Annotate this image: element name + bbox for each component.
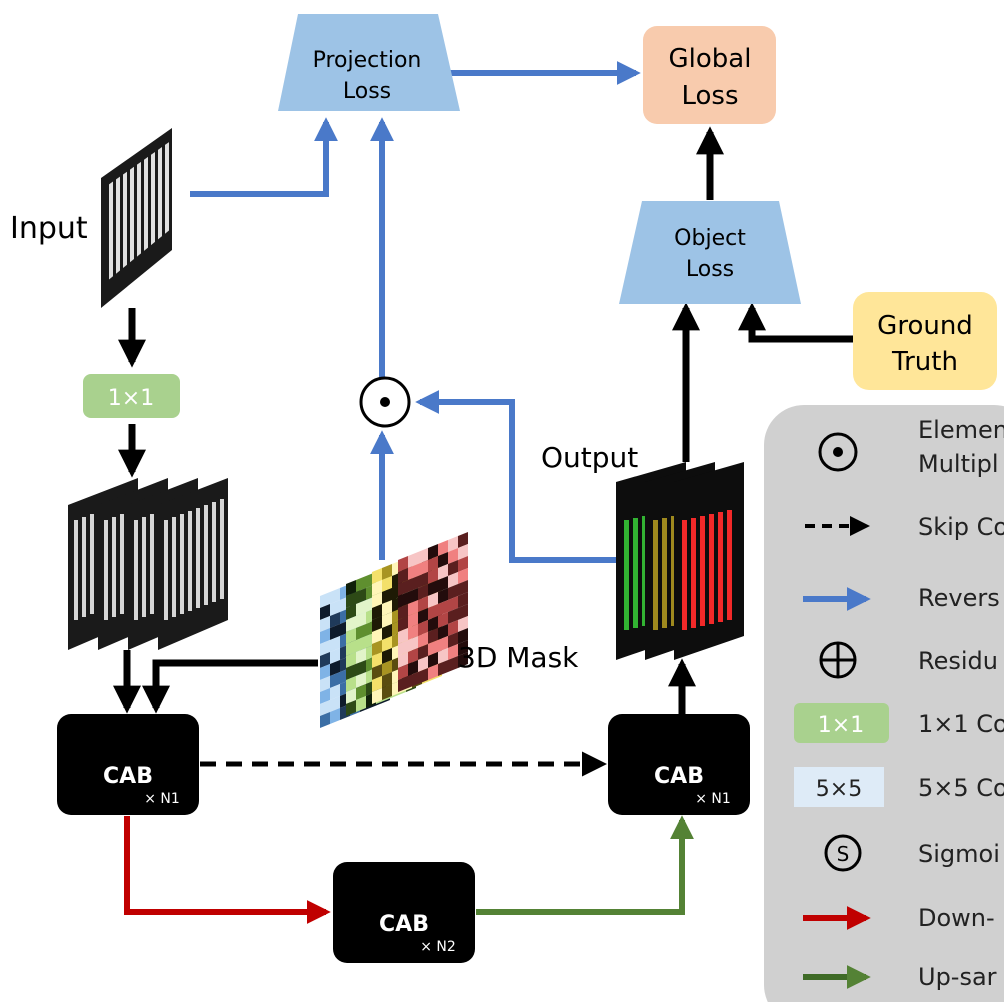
cab-middle-title: CAB: [379, 912, 429, 937]
input-stripe: [144, 156, 148, 251]
element-multiply-icon: [359, 376, 411, 428]
output-stripe: [624, 520, 629, 630]
feature-stripe: [82, 517, 86, 617]
output-stripe: [633, 518, 638, 628]
feature-stripe: [196, 508, 200, 608]
cab-middle-repeat: × N2: [420, 939, 456, 955]
global-loss-label-2: Loss: [681, 81, 738, 111]
feature-stripe: [112, 517, 116, 617]
object-loss-label-1: Object: [674, 226, 746, 251]
output-stack: [616, 462, 744, 660]
ground-truth-box: Ground Truth: [853, 292, 997, 390]
feature-stripe: [142, 517, 146, 617]
projection-loss-label-2: Loss: [343, 79, 391, 104]
legend-sigmoid-text: Sigmoi: [918, 840, 1000, 868]
mask-to-cab-arrow: [142, 659, 318, 714]
mask-label: 3D Mask: [458, 641, 579, 674]
legend-up-text: Up-sar: [918, 963, 997, 991]
feature-stripe: [220, 499, 224, 599]
legend-conv5x5-icon: 5×5: [794, 767, 884, 807]
feature-stripe: [204, 505, 208, 605]
feature-stripe: [104, 520, 108, 620]
conv-1x1-label: 1×1: [108, 386, 154, 411]
projection-loss-box: Projection Loss: [278, 14, 460, 111]
global-loss-box: Global Loss: [643, 26, 776, 124]
output-stripe: [653, 520, 658, 630]
input-stripe: [165, 142, 169, 234]
feature-stripe: [74, 520, 78, 620]
object-loss-box: Object Loss: [619, 201, 801, 304]
input-stripe: [123, 171, 127, 269]
input-to-projection-arrow: [190, 117, 338, 197]
legend-conv1x1-text: 1×1 Co: [918, 710, 1004, 738]
ground-truth-label-2: Truth: [891, 347, 958, 377]
feature-stripe: [172, 517, 176, 617]
feature-stripe: [164, 520, 168, 620]
up-sampling-arrow: [476, 815, 694, 915]
legend-reverse-text: Revers: [918, 584, 1000, 612]
legend-oplus-icon: [819, 641, 857, 679]
legend-odot-text-1: Elemen: [918, 416, 1004, 444]
conv-1x1-box: 1×1: [83, 374, 180, 418]
legend-down-text: Down-: [918, 904, 995, 932]
cab-right-repeat: × N1: [695, 791, 731, 807]
legend-conv5x5-box-label: 5×5: [816, 777, 862, 802]
global-loss-label-1: Global: [669, 44, 752, 74]
output-stripe: [662, 518, 667, 628]
down-sampling-arrow: [124, 816, 331, 924]
input-stripe: [158, 147, 162, 240]
cab-block-right: CAB × N1: [608, 714, 750, 815]
feature-stripe: [134, 520, 138, 620]
legend-odot-text-2: Multipl: [918, 450, 999, 478]
object-loss-label-2: Loss: [686, 257, 734, 282]
output-stripe: [727, 510, 732, 620]
ground-truth-label-1: Ground: [877, 311, 973, 341]
cab-left-repeat: × N1: [144, 791, 180, 807]
feature-stripe: [188, 511, 192, 611]
input-stripe: [109, 181, 113, 280]
feature-stack: [68, 478, 228, 650]
output-stripe: [691, 518, 696, 628]
output-stripe: [700, 516, 705, 626]
mask-3d: [320, 532, 468, 728]
legend-skip-text: Skip Co: [918, 513, 1004, 541]
feature-stripe: [120, 514, 124, 614]
cab-block-middle: CAB × N2: [333, 862, 475, 963]
input-stripe: [137, 161, 141, 257]
output-stripe: [671, 516, 676, 626]
legend-odot-icon: [818, 432, 858, 472]
input-label: Input: [10, 211, 88, 246]
legend-sigmoid-icon: S: [824, 834, 862, 872]
output-stripe: [642, 516, 647, 626]
input-stripe: [130, 166, 134, 263]
cab-left-title: CAB: [103, 764, 153, 789]
feature-stripe: [212, 502, 216, 602]
cab-block-left: CAB × N1: [57, 714, 199, 815]
cab-right-title: CAB: [654, 764, 704, 789]
mask-slice: [398, 532, 468, 692]
output-stripe: [682, 520, 687, 630]
output-slice: [674, 462, 744, 660]
legend-sigmoid-box-label: S: [837, 842, 850, 866]
input-stripe: [151, 151, 155, 246]
legend-residual-text: Residu: [918, 647, 998, 675]
legend-conv1x1-box-label: 1×1: [818, 713, 864, 738]
feature-stripe: [150, 514, 154, 614]
output-stripe: [709, 514, 714, 624]
projection-loss-label-1: Projection: [313, 48, 422, 73]
legend-conv5x5-text: 5×5 Co: [918, 774, 1004, 802]
ground-truth-to-object-arrow: [738, 302, 854, 343]
output-stripe: [718, 512, 723, 622]
input-image: [101, 128, 172, 308]
legend-conv1x1-icon: 1×1: [794, 703, 889, 743]
input-stripe: [116, 176, 120, 274]
feature-slice: [158, 478, 228, 650]
output-to-odot-arrow: [415, 390, 616, 563]
output-label: Output: [541, 441, 638, 474]
feature-stripe: [180, 514, 184, 614]
feature-stripe: [90, 514, 94, 614]
legend: Elemen Multipl Skip Co Revers Residu 1×1…: [794, 416, 1004, 991]
